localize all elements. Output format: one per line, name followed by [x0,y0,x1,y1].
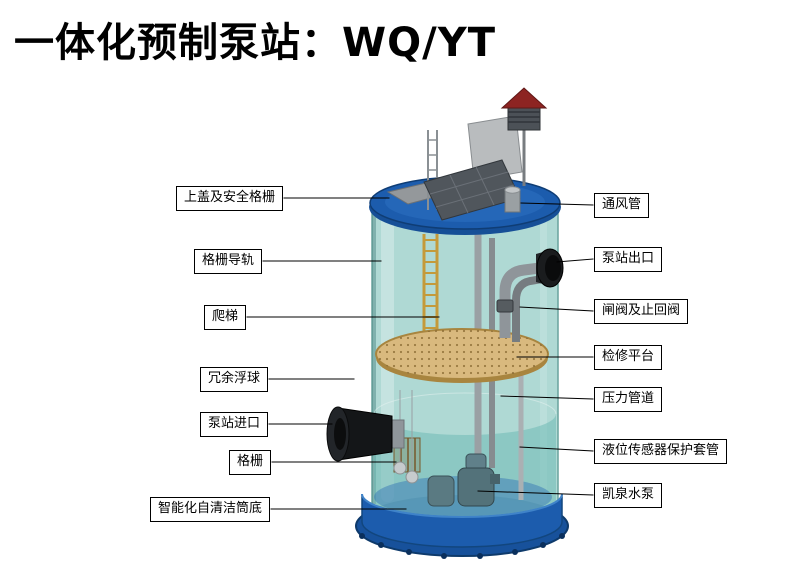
outlet-elbow [496,262,543,342]
label-kaiquan-pump: 凯泉水泵 [594,483,663,508]
label-service-platform: 检修平台 [594,345,663,370]
label-gate-check-valve: 闸阀及止回阀 [594,299,689,324]
label-top-cover-safety-grille: 上盖及安全格栅 [176,186,284,211]
vent-pipe [504,186,521,213]
service-platform [375,328,549,383]
inlet-pump [326,406,405,462]
label-pressure-pipe: 压力管道 [594,387,663,412]
label-pump-outlet: 泵站出口 [594,247,663,272]
anchor-bolts [359,533,565,559]
tank-base [359,493,565,559]
label-grille: 格栅 [229,450,272,475]
label-redundant-float: 冗余浮球 [200,367,269,392]
solar-panel [423,159,521,221]
label-self-cleaning-bottom: 智能化自清洁筒底 [150,497,271,522]
submersible-pumps [427,453,500,507]
leader-lines [246,197,594,510]
label-pump-inlet: 泵站进口 [200,412,269,437]
page-title: 一体化预制泵站：WQ/YT [14,20,496,66]
ladder [422,234,439,344]
outlet-flange [536,248,564,288]
vent-house [500,87,548,186]
label-vent-pipe: 通风管 [594,193,650,218]
label-grille-guide-rail: 格栅导轨 [194,249,263,274]
gate-check-valve [496,299,514,313]
label-level-sensor-sleeve: 液位传感器保护套管 [594,439,728,464]
label-ladder: 爬梯 [204,305,247,330]
control-panel [467,115,523,181]
